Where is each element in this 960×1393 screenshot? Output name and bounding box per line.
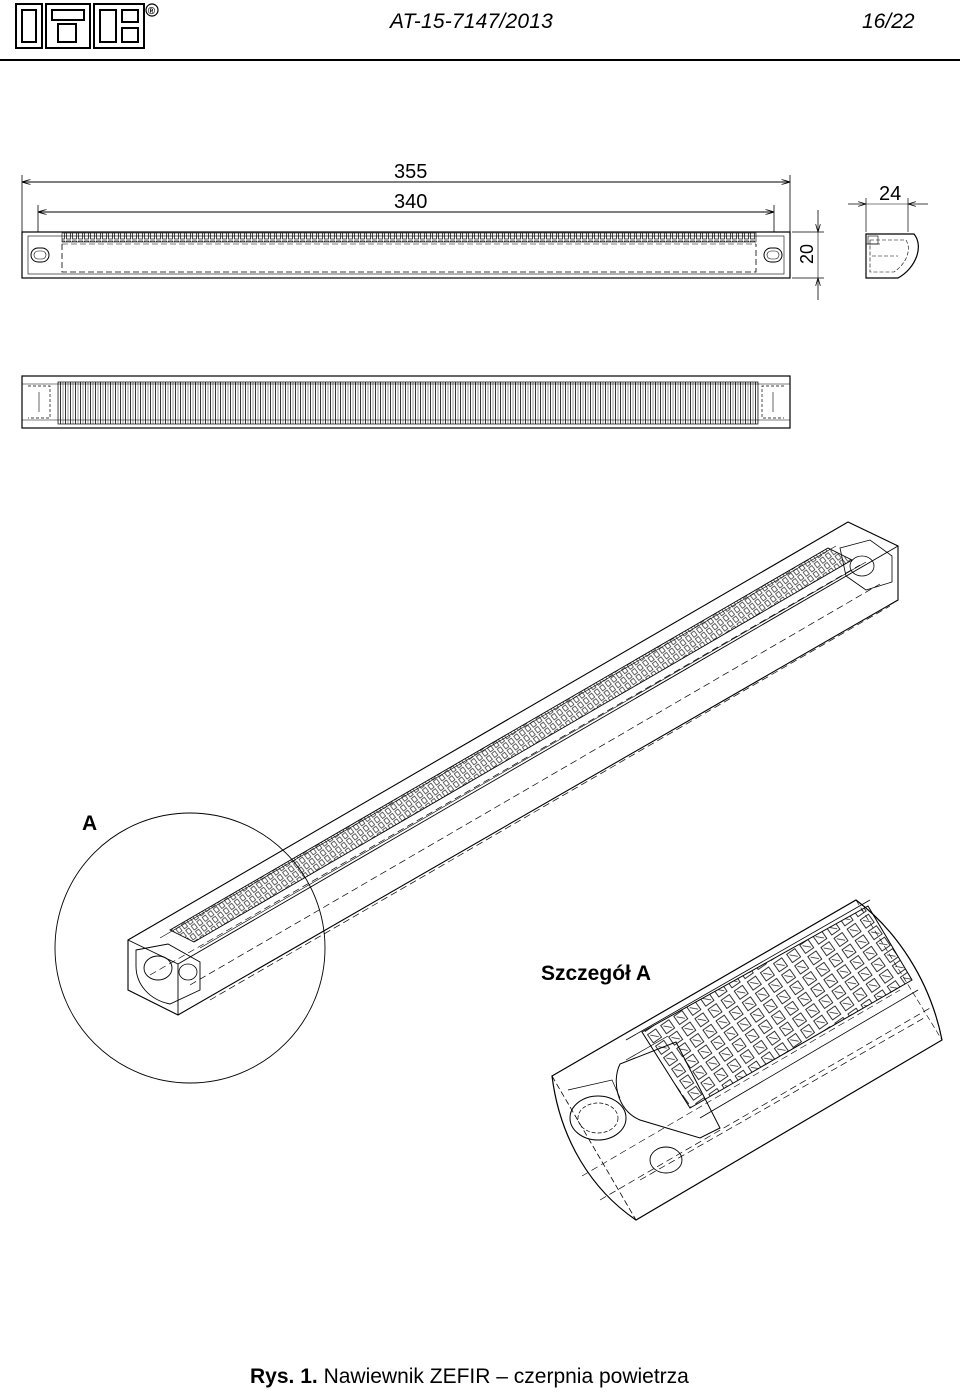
dimension-height: 20 [797, 244, 817, 264]
document-number: AT-15-7147/2013 [390, 10, 553, 33]
isometric-view [127, 521, 899, 1016]
dimension-depth: 24 [879, 183, 901, 205]
figure-title: Nawiewnik ZEFIR – czerpnia powietrza [323, 1365, 689, 1388]
page-number: 16/22 [862, 10, 915, 33]
end-profile-view [848, 198, 928, 279]
figure-caption: Rys. 1. Nawiewnik ZEFIR – czerpnia powie… [250, 1365, 689, 1389]
header-divider [0, 59, 960, 61]
figure-number: Rys. 1. [250, 1365, 318, 1388]
detail-marker-label: A [82, 812, 98, 835]
registered-mark: ® [148, 6, 156, 17]
top-view [21, 175, 824, 300]
front-view [21, 375, 791, 429]
detail-a-label: Szczegół A [541, 962, 652, 985]
detail-a-view [551, 899, 943, 1221]
page-header: ® AT-15-7147/2013 16/22 [0, 0, 960, 62]
dimension-inner-length: 340 [394, 191, 427, 213]
dimension-overall-length: 355 [394, 161, 427, 183]
detail-circle-a [54, 812, 326, 1084]
itb-logo-icon: ® [15, 3, 159, 49]
